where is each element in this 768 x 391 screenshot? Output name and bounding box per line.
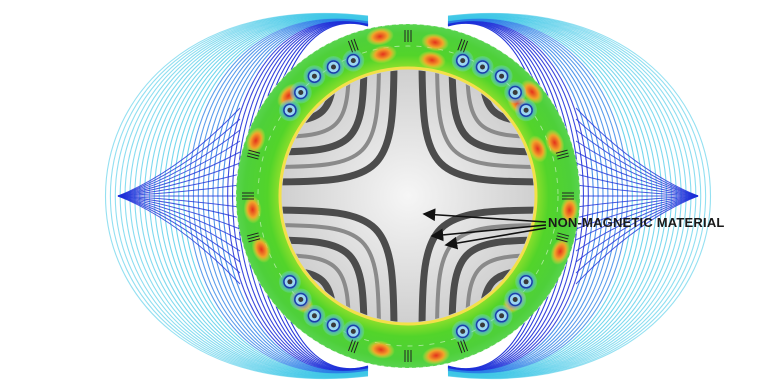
coil: [303, 65, 326, 88]
hot-spot: [246, 127, 266, 155]
coil: [289, 81, 312, 104]
field-line: [575, 195, 699, 263]
annotation-label: NON-MAGNETIC MATERIAL: [548, 215, 725, 230]
coil: [303, 304, 326, 327]
coil: [322, 56, 345, 78]
winding-marker: [555, 149, 570, 160]
coil: [278, 99, 301, 122]
rotor-stripe: [282, 206, 398, 322]
winding-marker: [246, 232, 261, 243]
coil: [471, 314, 494, 336]
field-line: [117, 173, 241, 197]
coil: [490, 65, 513, 88]
field-line: [104, 13, 369, 379]
hot-spot: [527, 135, 548, 163]
winding-marker: [347, 339, 359, 354]
hot-spot: [367, 340, 395, 359]
winding-marker: [555, 232, 570, 243]
rotor-stripe: [448, 236, 534, 322]
hot-spot: [369, 45, 397, 64]
hot-spot: [422, 346, 450, 365]
stator-coils: [278, 49, 538, 343]
field-line: [575, 195, 699, 230]
hot-spot: [418, 50, 446, 70]
coil: [342, 320, 365, 343]
field-line: [575, 195, 699, 241]
field-line: [117, 195, 241, 208]
field-line: [575, 184, 699, 197]
hot-spot: [243, 195, 262, 224]
coil: [451, 49, 474, 72]
rotor-stripe: [282, 236, 368, 322]
field-line: [447, 13, 712, 379]
winding-marker: [562, 192, 574, 200]
coil: [322, 314, 345, 336]
field-line: [575, 151, 699, 197]
coil: [504, 288, 527, 311]
hot-spot: [366, 27, 394, 46]
hot-spot: [251, 235, 272, 263]
annotation-arrows: [422, 208, 547, 250]
hot-spot: [550, 237, 570, 265]
field-line: [117, 162, 241, 197]
winding-marker: [242, 192, 254, 200]
rotor-stripe: [418, 70, 534, 186]
field-line: [575, 195, 699, 208]
field-line: [117, 195, 241, 274]
rotor-stripe: [282, 70, 368, 156]
winding-marker: [404, 350, 412, 362]
field-line: [575, 195, 699, 252]
coil: [278, 270, 301, 293]
field-line: [117, 107, 241, 197]
coil: [515, 270, 538, 293]
winding-markers: [242, 30, 574, 362]
winding-marker: [347, 38, 359, 53]
field-line: [575, 173, 699, 197]
field-line: [117, 184, 241, 197]
coil: [342, 49, 365, 72]
field-line: [117, 151, 241, 197]
field-line: [117, 195, 241, 252]
coil: [490, 304, 513, 327]
field-line: [575, 162, 699, 197]
hot-spot: [421, 33, 449, 52]
field-line: [114, 13, 369, 379]
winding-marker: [246, 149, 261, 160]
field-line: [575, 118, 699, 197]
field-line: [117, 195, 241, 241]
field-line: [117, 129, 241, 197]
field-line: [117, 195, 241, 263]
field-line: [575, 195, 699, 274]
hot-spot: [560, 196, 579, 225]
winding-marker: [457, 339, 469, 354]
field-line: [575, 140, 699, 197]
field-line: [575, 195, 699, 219]
coil: [451, 320, 474, 343]
coil: [471, 56, 494, 78]
field-line: [575, 195, 699, 285]
winding-marker: [404, 30, 412, 42]
field-line: [447, 13, 702, 379]
field-line: [447, 13, 707, 379]
rotor-stripe: [435, 70, 534, 169]
coil: [515, 99, 538, 122]
winding-marker: [457, 38, 469, 53]
field-line: [117, 195, 241, 219]
hot-spot: [544, 129, 565, 157]
field-line: [117, 195, 241, 285]
rotor-stripe: [282, 70, 398, 186]
rotor-stripe: [282, 70, 381, 169]
field-line: [117, 118, 241, 197]
rotor-stripe: [448, 70, 534, 156]
hot-spot: [520, 79, 544, 105]
rotor-stripe: [282, 223, 381, 322]
coil: [504, 81, 527, 104]
field-line: [117, 195, 241, 230]
field-line: [575, 107, 699, 197]
field-line: [117, 140, 241, 197]
field-line: [575, 129, 699, 197]
field-line: [109, 13, 369, 379]
coil: [289, 288, 312, 311]
